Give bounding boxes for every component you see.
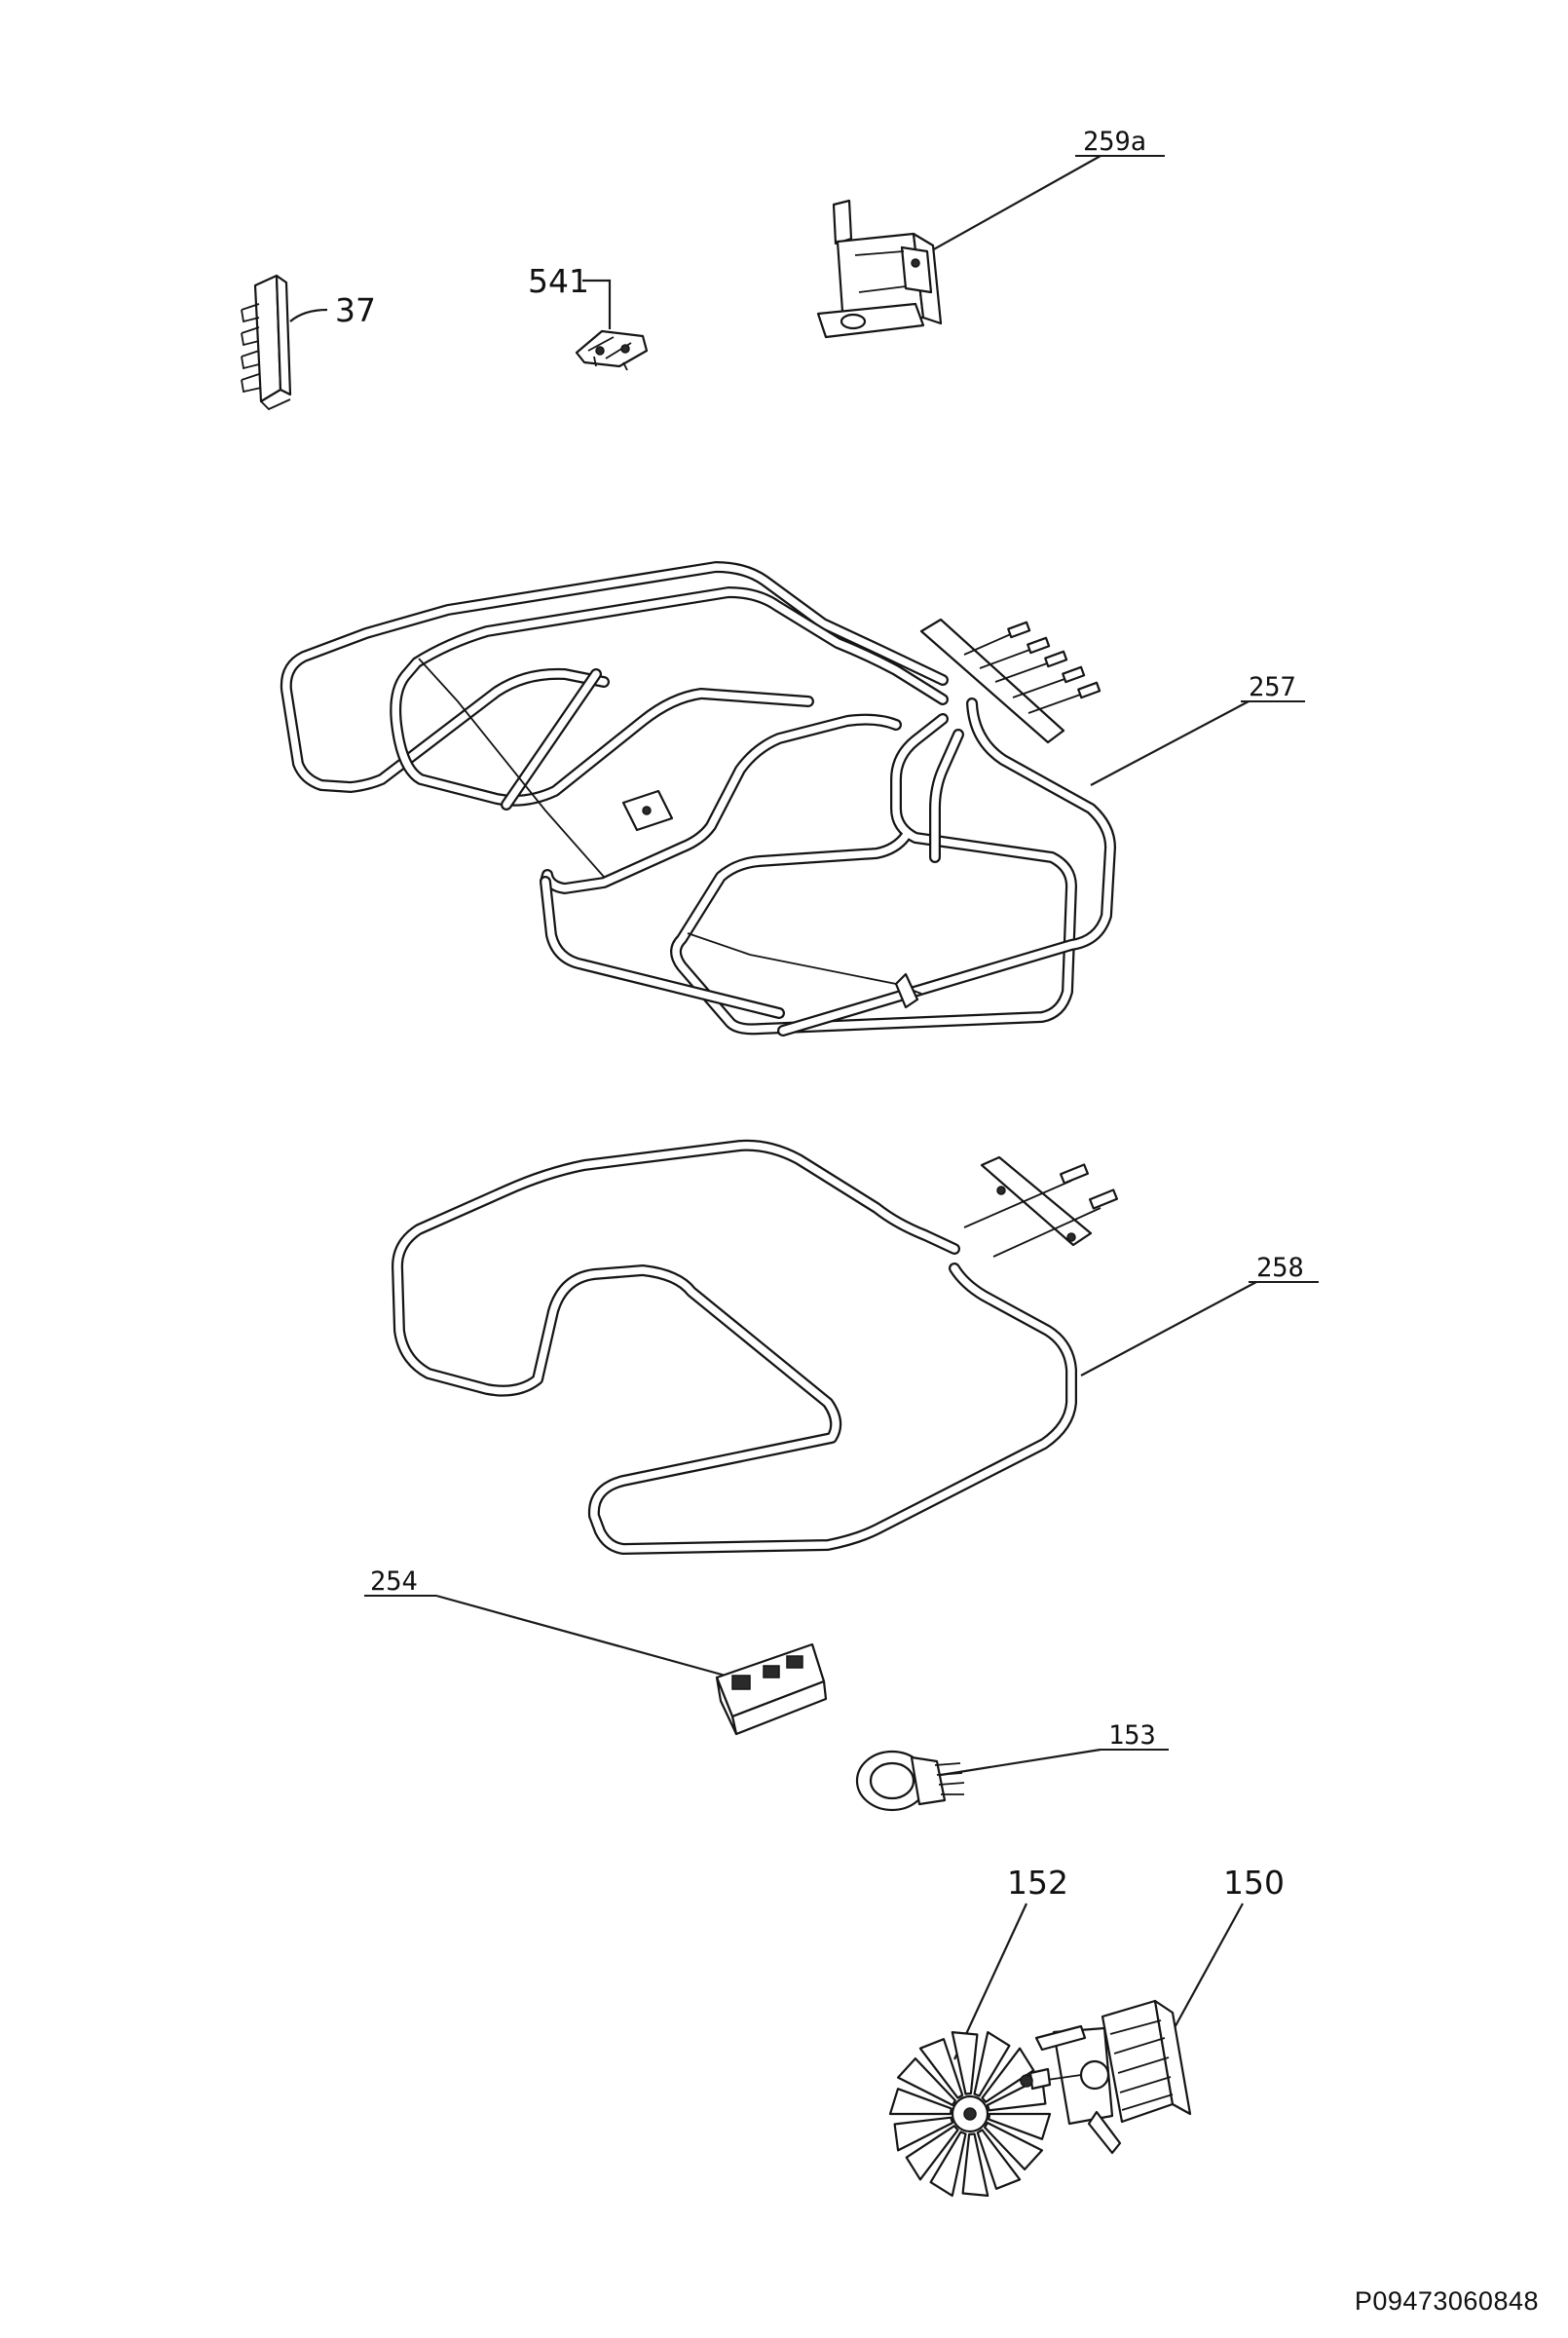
fan-blade xyxy=(988,2112,1052,2140)
label-150: 150 xyxy=(1223,1864,1285,1902)
fan-blade xyxy=(918,2038,964,2099)
label-258: 258 xyxy=(1256,1253,1304,1283)
fan-blade xyxy=(961,2132,989,2197)
label-257: 257 xyxy=(1249,672,1296,702)
heating-tube-fill xyxy=(779,699,1114,1035)
label-153: 153 xyxy=(1108,1720,1156,1751)
part-150-fan-motor: 150 xyxy=(1020,1864,1285,2155)
document-code: P09473060848 xyxy=(1354,2286,1539,2316)
label-259a: 259a xyxy=(1083,127,1146,157)
heating-tube-fill xyxy=(672,715,1075,1034)
part-259a-thermal-switch: 259a xyxy=(816,127,1165,339)
part-258-bottom-element: 258 xyxy=(392,1139,1319,1555)
heating-tube-fill xyxy=(282,563,947,791)
label-152: 152 xyxy=(1007,1864,1068,1902)
label-254: 254 xyxy=(370,1566,418,1597)
fan-blade xyxy=(897,2057,956,2106)
heating-tube-outline xyxy=(540,876,785,1019)
heating-tube-outline xyxy=(390,586,949,807)
heating-tube-fill xyxy=(393,1142,1075,1553)
part-254-connector: 254 xyxy=(364,1566,828,1736)
fan-blade xyxy=(973,2031,1011,2097)
part-153-oven-lamp: 153 xyxy=(855,1720,1169,1812)
part-541-clip: 541 xyxy=(528,262,649,371)
fan-blade xyxy=(984,2122,1043,2170)
heating-tube-fill xyxy=(392,588,947,805)
fan-blade xyxy=(893,2116,954,2152)
heating-tube-fill xyxy=(503,670,600,809)
heating-tube-fill xyxy=(541,878,783,1017)
heating-tube-fill xyxy=(541,715,900,892)
label-37: 37 xyxy=(335,291,376,329)
fan-blade xyxy=(888,2088,952,2116)
fan-blade xyxy=(905,2125,959,2181)
fan-blade xyxy=(981,2047,1035,2103)
fan-blade xyxy=(976,2129,1022,2190)
label-541: 541 xyxy=(528,262,589,300)
part-257-grill-element: 257 xyxy=(280,561,1305,1037)
part-37-terminal-block: 37 xyxy=(241,274,376,411)
heating-tube-outline xyxy=(392,1139,1077,1555)
fan-blade xyxy=(951,2031,979,2095)
part-152-fan-blade: 152 xyxy=(888,1864,1068,2197)
heating-tube-outline xyxy=(280,561,949,793)
heating-tube-fill xyxy=(931,731,962,861)
fan-blade xyxy=(929,2131,967,2197)
